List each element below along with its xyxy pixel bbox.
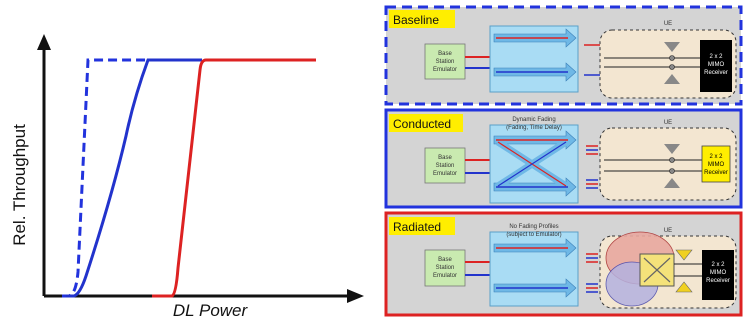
receiver-box bbox=[702, 250, 734, 300]
receiver-label-1: 2 x 2 bbox=[709, 54, 723, 60]
base-station-label-1: Base bbox=[438, 51, 452, 57]
channel-label-1: No Fading Profiles bbox=[509, 224, 558, 230]
panel-baseline-title-bg bbox=[389, 10, 455, 28]
channel-box bbox=[489, 231, 579, 307]
receiver-box bbox=[700, 40, 732, 92]
channel-label-2: (Fading, Time Delay) bbox=[506, 125, 562, 131]
curve-conducted-blue bbox=[66, 58, 152, 298]
antenna-node-top bbox=[669, 157, 675, 163]
ue-label: UE bbox=[664, 120, 672, 126]
y-axis-arrow bbox=[37, 34, 51, 50]
panel-baseline-border bbox=[384, 5, 743, 106]
y-axis-label: Rel. Throughput bbox=[10, 124, 29, 246]
panel-baseline: Baseline Base Station Emulator UE 2 x 2 … bbox=[384, 5, 743, 106]
base-station-label-1: Base bbox=[438, 155, 452, 161]
base-station-label-2: Station bbox=[436, 265, 455, 271]
receiver-label-2: MIMO bbox=[708, 62, 725, 68]
receiver-label-3: Receiver bbox=[704, 170, 728, 176]
panel-radiated-title-bg bbox=[389, 217, 455, 235]
ue-label: UE bbox=[664, 228, 672, 234]
antenna-bottom bbox=[675, 281, 693, 293]
antenna-node-bottom bbox=[669, 168, 675, 174]
base-station-box bbox=[424, 43, 466, 80]
base-station-box bbox=[424, 249, 466, 287]
panel-radiated-title: Radiated bbox=[393, 220, 441, 234]
antenna-bottom bbox=[664, 178, 680, 188]
base-station-label-2: Station bbox=[436, 59, 455, 65]
ue-input-bars bbox=[586, 145, 598, 189]
receiver-box bbox=[701, 145, 731, 183]
channel-label-2: (subject to Emulator) bbox=[506, 232, 561, 238]
antenna-top bbox=[664, 144, 680, 154]
x-axis-arrow bbox=[347, 289, 364, 303]
antenna-top bbox=[664, 42, 680, 52]
channel-line-blue-2 bbox=[497, 141, 567, 187]
receiver-label-2: MIMO bbox=[710, 270, 727, 276]
panel-baseline-title: Baseline bbox=[393, 13, 439, 27]
panel-conducted-title: Conducted bbox=[393, 117, 451, 131]
receiver-label-2: MIMO bbox=[708, 162, 725, 168]
receiver-label-3: Receiver bbox=[706, 278, 730, 284]
ue-label: UE bbox=[664, 21, 672, 27]
panel-conducted: Conducted Base Station Emulator Dynamic … bbox=[384, 108, 743, 209]
base-station-label-3: Emulator bbox=[433, 171, 457, 177]
antenna-node-bottom bbox=[669, 64, 675, 70]
receiver-label-3: Receiver bbox=[704, 70, 728, 76]
channel-label-1: Dynamic Fading bbox=[512, 117, 555, 123]
panel-conducted-title-bg bbox=[389, 114, 463, 132]
antenna-bottom bbox=[664, 74, 680, 84]
throughput-chart: Rel. Throughput DL Power bbox=[10, 34, 364, 320]
base-station-label-3: Emulator bbox=[433, 273, 457, 279]
receiver-label-1: 2 x 2 bbox=[709, 154, 723, 160]
antenna-node-top bbox=[669, 55, 675, 61]
base-station-label-1: Base bbox=[438, 257, 452, 263]
base-station-box bbox=[424, 147, 466, 184]
receiver-label-1: 2 x 2 bbox=[711, 262, 725, 268]
antenna-top bbox=[675, 249, 693, 261]
curve-radiated-red bbox=[152, 58, 316, 298]
panel-radiated: Radiated Base Station Emulator No Fading… bbox=[384, 211, 743, 317]
ue-input-bars bbox=[586, 253, 598, 293]
base-station-label-3: Emulator bbox=[433, 67, 457, 73]
ue-device-x bbox=[643, 257, 671, 283]
x-axis-label: DL Power bbox=[173, 301, 249, 320]
base-station-label-2: Station bbox=[436, 163, 455, 169]
